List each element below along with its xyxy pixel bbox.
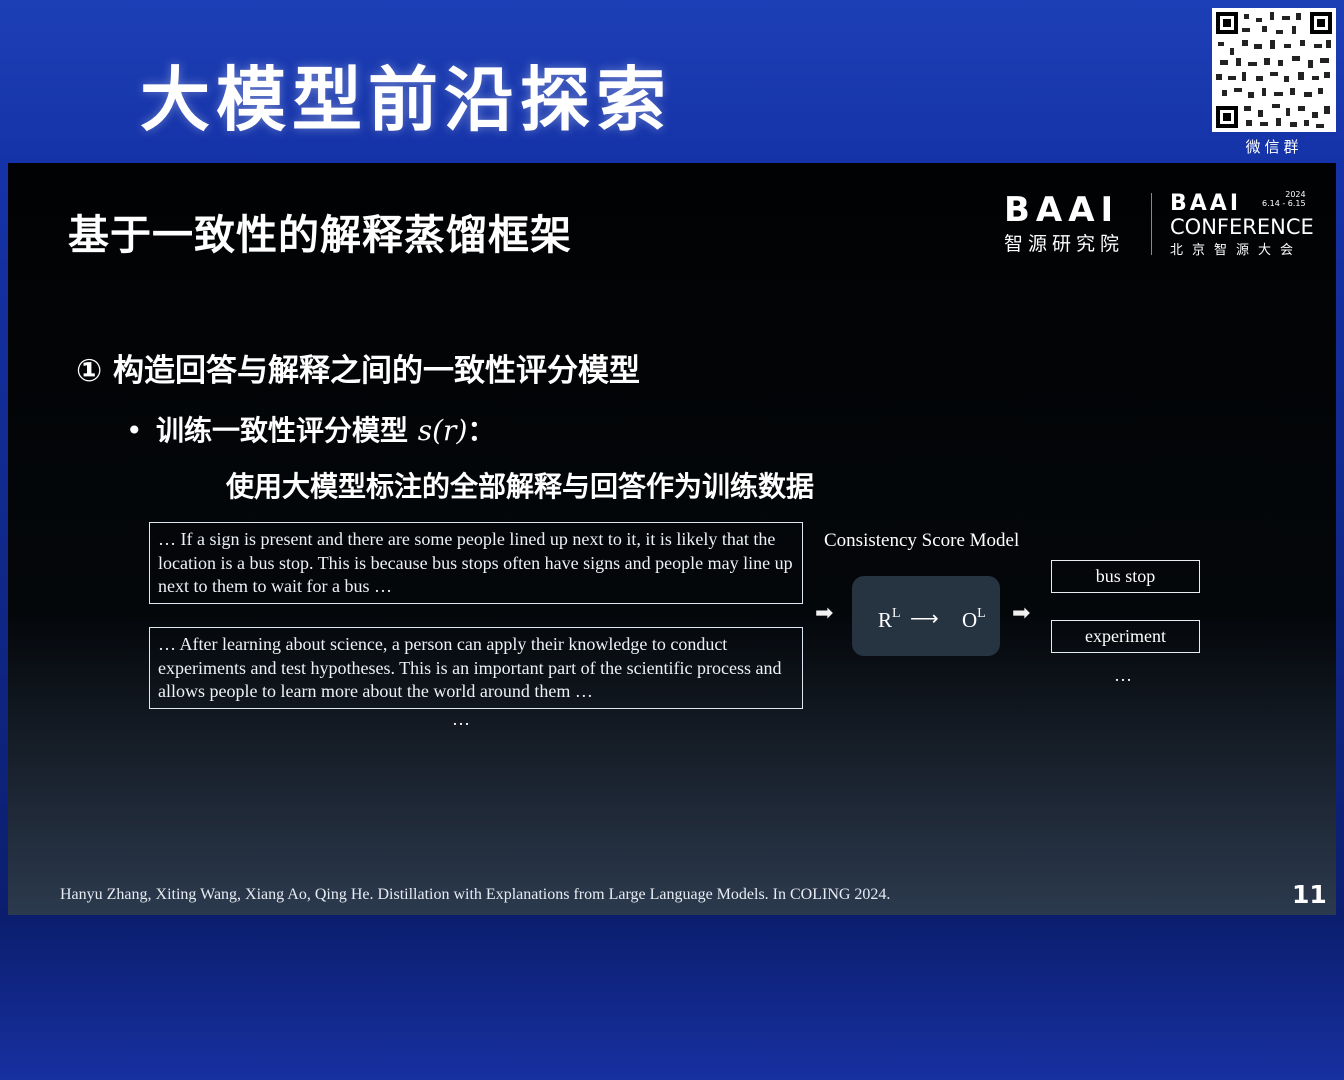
section-heading: ① 构造回答与解释之间的一致性评分模型 <box>76 353 641 389</box>
flow-arrow-icon: ➡ <box>815 601 834 626</box>
model-output: OL <box>962 606 986 632</box>
bullet-text: 训练一致性评分模型 <box>156 414 409 447</box>
bullet-suffix: ： <box>467 414 496 447</box>
sub-bullet-text: 使用大模型标注的全部解释与回答作为训练数据 <box>226 470 815 503</box>
bullet-item: • 训练一致性评分模型 s(r)： <box>126 409 495 449</box>
conference-logo: BAAI 2024 6.14 - 6.15 CONFERENCE 北京智源大会 <box>1170 190 1314 258</box>
qr-label: 微信群 <box>1245 138 1303 156</box>
model-label: Consistency Score Model <box>824 530 1020 551</box>
conference-logo-cn: 北京智源大会 <box>1170 243 1303 258</box>
page-number: 11 <box>1292 880 1327 909</box>
output-box: experiment <box>1051 620 1200 653</box>
logo-divider <box>1151 193 1152 255</box>
baai-logo-mark: BAAI <box>1004 190 1120 230</box>
baai-logo: BAAI 智源研究院 <box>1004 193 1132 256</box>
conference-logo-mark: BAAI <box>1170 191 1242 216</box>
consistency-model-box: RL ⟶ OL <box>852 576 1000 656</box>
explanation-box: … If a sign is present and there are som… <box>149 522 803 604</box>
model-input: RL <box>878 606 901 632</box>
bullet-dot-icon: • <box>126 414 143 447</box>
output-box: bus stop <box>1051 560 1200 593</box>
explanations-ellipsis: … <box>452 709 470 729</box>
flow-arrow-icon: ➡ <box>1012 601 1031 626</box>
bullet-math: s(r) <box>417 414 468 447</box>
baai-logo-name: 智源研究院 <box>1004 233 1125 255</box>
outputs-ellipsis: … <box>1114 665 1132 685</box>
slide: 基于一致性的解释蒸馏框架 BAAI 智源研究院 BAAI 2024 6.14 -… <box>8 163 1336 915</box>
banner-title: 大模型前沿探索 <box>140 59 672 141</box>
conference-logo-name: CONFERENCE <box>1170 215 1314 239</box>
conference-year: 2024 6.14 - 6.15 <box>1262 190 1306 208</box>
model-arrow-icon: ⟶ <box>910 608 939 630</box>
slide-title: 基于一致性的解释蒸馏框架 <box>68 211 572 259</box>
explanation-box: … After learning about science, a person… <box>149 627 803 709</box>
qr-code <box>1212 8 1336 132</box>
citation: Hanyu Zhang, Xiting Wang, Xiang Ao, Qing… <box>60 886 891 903</box>
